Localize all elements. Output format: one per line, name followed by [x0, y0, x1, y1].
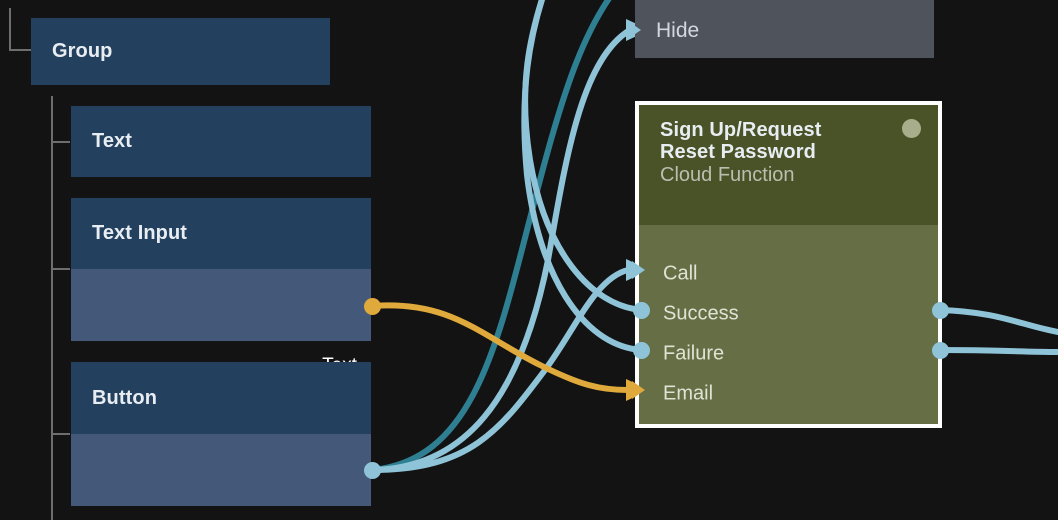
port-dot-success[interactable] — [633, 302, 650, 319]
node-group-header[interactable]: Group — [31, 18, 330, 85]
node-cloud-function-subtitle: Cloud Function — [660, 163, 795, 186]
node-text-input-header[interactable]: Text Input — [71, 198, 371, 269]
node-hide[interactable]: Hide — [635, 0, 934, 58]
port-arrow-email-data-in[interactable] — [632, 381, 645, 399]
node-text-header[interactable]: Text — [71, 106, 371, 177]
node-text-input-title: Text Input — [92, 222, 188, 245]
port-dot-text-output[interactable] — [364, 298, 381, 315]
node-button[interactable]: Button Click — [71, 362, 371, 506]
edge-click-to-call — [369, 267, 631, 473]
port-dot-failure[interactable] — [633, 342, 650, 359]
node-button-body: Click — [71, 434, 371, 506]
node-text-title: Text — [92, 130, 133, 153]
node-cloud-function[interactable]: Sign Up/Request Reset Password Cloud Fun… — [635, 101, 942, 428]
port-dot-output-1[interactable] — [932, 302, 949, 319]
edge-success-to-offscreen-top — [522, 0, 644, 313]
port-arrow-hide-exec-in[interactable] — [628, 21, 641, 39]
node-cloud-function-title-line-1: Sign Up/Request — [660, 119, 822, 141]
edge-text-to-email — [369, 302, 631, 393]
node-group[interactable]: Group — [31, 18, 330, 85]
tree-line-root-elbow — [9, 49, 31, 51]
node-button-title: Button — [92, 386, 158, 409]
edge-failure-to-offscreen-top — [521, 0, 644, 353]
edge-output-1-offscreen-right — [937, 307, 1058, 335]
port-dot-output-2[interactable] — [932, 342, 949, 359]
port-label-success[interactable]: Success — [663, 302, 739, 325]
edge-click-to-offscreen-top — [369, 0, 612, 473]
edge-click-to-hide — [369, 27, 633, 473]
node-group-title: Group — [52, 40, 113, 63]
node-cloud-function-body: Call Success Failure Email — [639, 225, 938, 424]
port-dot-click-output[interactable] — [364, 462, 381, 479]
port-label-call[interactable]: Call — [663, 262, 698, 285]
tree-line-branch-text-input — [51, 268, 70, 270]
edge-output-2-offscreen-right — [937, 347, 1058, 355]
tree-line-branch-text — [51, 141, 70, 143]
port-label-email[interactable]: Email — [663, 382, 714, 405]
tree-line-root-vertical — [9, 8, 11, 50]
status-dot-icon — [902, 119, 921, 138]
node-cloud-function-title-line-2: Reset Password — [660, 141, 816, 164]
node-text-input-body: Text — [71, 269, 371, 376]
node-text-input[interactable]: Text Input Text — [71, 198, 371, 376]
node-hide-title: Hide — [656, 19, 700, 42]
node-cloud-function-header[interactable]: Sign Up/Request Reset Password Cloud Fun… — [639, 105, 938, 225]
tree-line-children-vertical — [51, 96, 53, 520]
port-label-failure[interactable]: Failure — [663, 342, 725, 365]
node-button-header[interactable]: Button — [71, 362, 371, 434]
tree-line-branch-button — [51, 433, 70, 435]
node-text[interactable]: Text — [71, 106, 371, 177]
port-arrow-call-exec-in[interactable] — [632, 261, 645, 279]
